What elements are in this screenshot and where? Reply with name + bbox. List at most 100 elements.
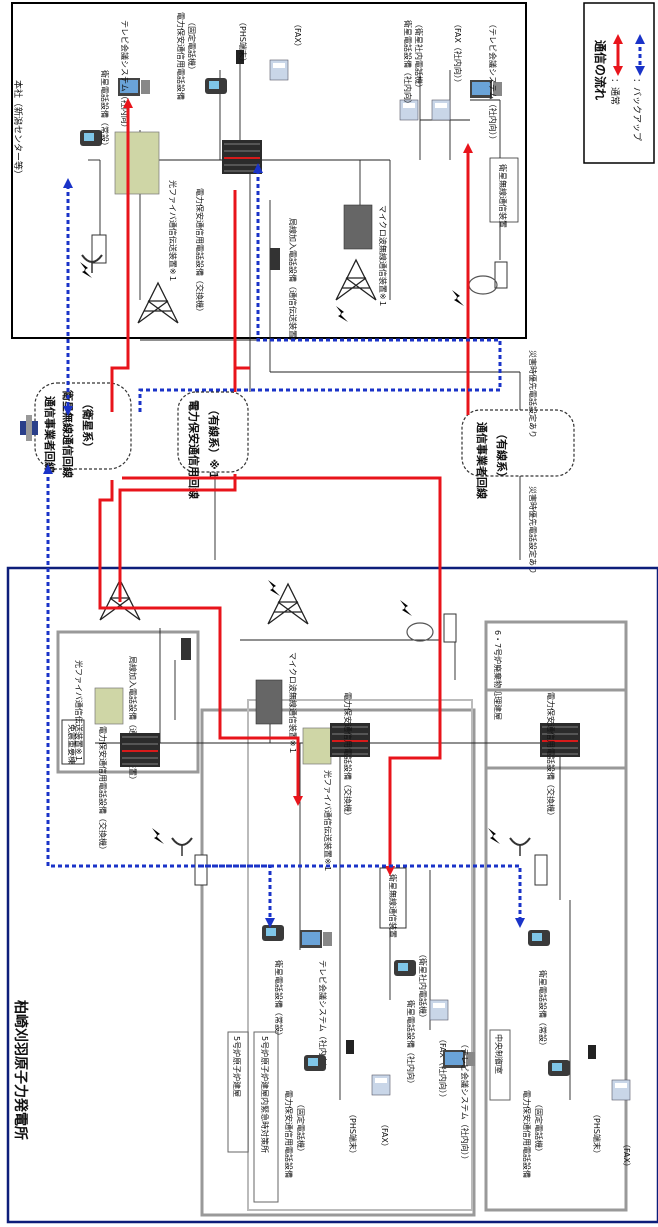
pl-cable-bolt-icon: [400, 600, 412, 616]
pl-optical1-icon: [94, 687, 124, 725]
r5-power-phone-label: 電力保安通信用電話設備: [284, 1090, 294, 1178]
r5-phs-icon: [346, 1040, 354, 1054]
pl-exchange2-label: 電力保安通信用電話設備（交換機）: [343, 692, 353, 820]
pl-mw-bolt-icon: [268, 580, 280, 596]
pl-microwave-label: マイクロ波無線通信装置※１: [288, 652, 298, 755]
r5-emergency-label-box: [253, 1031, 279, 1203]
hq-power-phone-label: 電力保安通信用電話設備: [176, 12, 186, 100]
sat-carrier-sub: （衛星系）: [81, 398, 95, 453]
r5-sat-in-icon: [394, 960, 416, 976]
r5-building-box: [200, 708, 476, 1217]
cc-fixed-icon: [548, 1060, 570, 1076]
pl-exchange3-label: 電力保安通信用電話設備（交換機）: [546, 692, 556, 820]
cc-phs-label: （PHS端末）: [592, 1110, 602, 1158]
hq-fax-icon: [269, 59, 289, 81]
carrier-line-label: 通信事業者回線: [475, 422, 489, 499]
power-line-label: 電力保安通信用回線: [187, 400, 201, 499]
satellite-icon: [20, 415, 38, 441]
hq-local-line-icon: [270, 248, 280, 270]
pl-local-line-icon: [181, 638, 191, 660]
hq-fax-label: （FAX）: [293, 20, 302, 51]
hq-cable-icon: [468, 275, 498, 295]
pl-sat-radio-label: 衛星無線通信装置: [388, 874, 398, 938]
power-line-sub: （有線系）※１: [207, 404, 221, 481]
r5-fax-in-icon: [429, 999, 449, 1021]
legend-title: 通信の流れ: [593, 40, 608, 100]
hq-title: 本社（新潟センター等）: [12, 80, 24, 179]
cc-sat-phone-label: 衛星電話設備（常設）: [538, 970, 548, 1050]
cc-fax-icon: [611, 1079, 631, 1101]
pl-sat-radio-box: [379, 867, 407, 929]
r5-fax-label: （FAX）: [380, 1120, 389, 1151]
cc-fixed-label: （固定電話機）: [534, 1100, 544, 1156]
cc-phs-icon: [588, 1045, 596, 1059]
hq-fixed-phone-label: （固定電話機）: [187, 18, 197, 74]
hq-tower-icon: [137, 282, 179, 324]
legend-box: [583, 2, 655, 164]
r5-phs-label: （PHS端末）: [348, 1110, 358, 1158]
hq-tv-in-label: （テレビ会議システム（社内向））: [488, 20, 498, 144]
pl-dish2-icon: [509, 837, 531, 857]
annex-box: [56, 630, 200, 774]
pl-local-line-label: 局線加入電話設備（通信伝送装置）: [128, 656, 138, 784]
r5-sat-in-sub: （衛星社内電話機）: [418, 950, 428, 1022]
note-disaster-lower: 災害時優先電話設定あり: [528, 486, 538, 574]
annex-label-box: [61, 719, 85, 765]
hq-sat-phone-icon: [80, 130, 102, 146]
hq-sat-in-phone-sub: （衛星社内電話機）: [414, 20, 424, 92]
carrier-network-cloud: [461, 409, 575, 477]
hq-bolt-icon: [80, 262, 92, 278]
r5-building-label: 5号炉原子炉建屋: [232, 1036, 242, 1097]
cc-fax-label: （FAX）: [622, 1140, 631, 1171]
r5-sat-in-label: 衛星電話設備（社内向）: [406, 1000, 416, 1088]
hq-optical-label: 光ファイバ通信伝送装置※１: [168, 180, 178, 283]
waste-building-label: 6・7号炉廃棄物処理建屋: [493, 630, 503, 720]
note-disaster-upper: 災害時優先電話設定あり: [528, 350, 538, 438]
r5-fixed-icon: [304, 1055, 326, 1071]
hq-sat-bolt-icon: [452, 290, 464, 306]
normal-flow-arrowheads: [123, 98, 473, 876]
hq-fixed-phone-icon: [205, 78, 227, 94]
legend-backup-label: ：バックアップ: [631, 78, 642, 141]
hq-sat-radio-label: 衛星無線通信装置: [498, 164, 508, 228]
cc-power-phone-label: 電力保安通信用電話設備: [522, 1090, 532, 1178]
legend-backup-arrow: [635, 34, 645, 76]
pl-dish1-icon: [171, 837, 193, 857]
hq-phs-icon: [236, 50, 244, 64]
r5-fax-icon: [371, 1074, 391, 1096]
hq-mw-bolt-icon: [336, 306, 348, 322]
r5-building-label-box: [227, 1031, 249, 1153]
hq-exchange-label: 電力保安通信用電話設備（交換機）: [195, 188, 205, 316]
annex-label: 免震重要棟: [67, 724, 77, 764]
r5-tv-icon: [300, 930, 332, 948]
r5-sat-phone-label: 衛星電話設備（常設）: [274, 960, 284, 1040]
pl-cable-box: [443, 613, 457, 643]
pl-optical2-label: 光ファイバ通信伝送装置※１: [323, 770, 333, 873]
hq-sat-antenna-box: [494, 261, 508, 289]
hq-local-line-label: 局線加入電話設備（通信伝送装置）: [288, 218, 298, 346]
pl-exchange3-icon: [540, 723, 580, 757]
pl-cable-icon: [406, 622, 434, 642]
plant-box: [6, 566, 658, 1224]
backup-flow-lines: [46, 170, 522, 920]
pl-exchange1-icon: [120, 733, 160, 767]
hq-optical-icon: [114, 131, 160, 195]
sat-carrier-label: 通信事業者回線: [43, 396, 57, 473]
legend-normal-label: ：通常: [609, 78, 621, 105]
sat-line-label: 衛星無線通信回線: [61, 389, 75, 478]
carrier-line-sub: （有線系）: [495, 428, 509, 483]
hq-microwave-label: マイクロ波無線通信装置※１: [378, 205, 388, 308]
pl-exchange1-label: 電力保安通信用電話設備（交換機）: [98, 726, 108, 854]
plant-title: 柏崎刈羽原子力発電所: [12, 1000, 29, 1140]
hq-phs-label: （PHS端末）: [238, 18, 248, 66]
hq-sat-radio-box: [489, 157, 519, 223]
hq-sat-phone-label: 衛星電話設備（常設）: [100, 70, 110, 150]
legend-normal-arrow: [613, 34, 623, 76]
r5-emergency-label: 5号炉原子炉建屋内緊急時対策所: [260, 1036, 270, 1153]
hq-fax-in-icon: [431, 99, 451, 121]
r5-sat-phone-icon: [262, 925, 284, 941]
r5-tv-in-icon: [443, 1050, 475, 1068]
cc-sat-phone-icon: [528, 930, 550, 946]
